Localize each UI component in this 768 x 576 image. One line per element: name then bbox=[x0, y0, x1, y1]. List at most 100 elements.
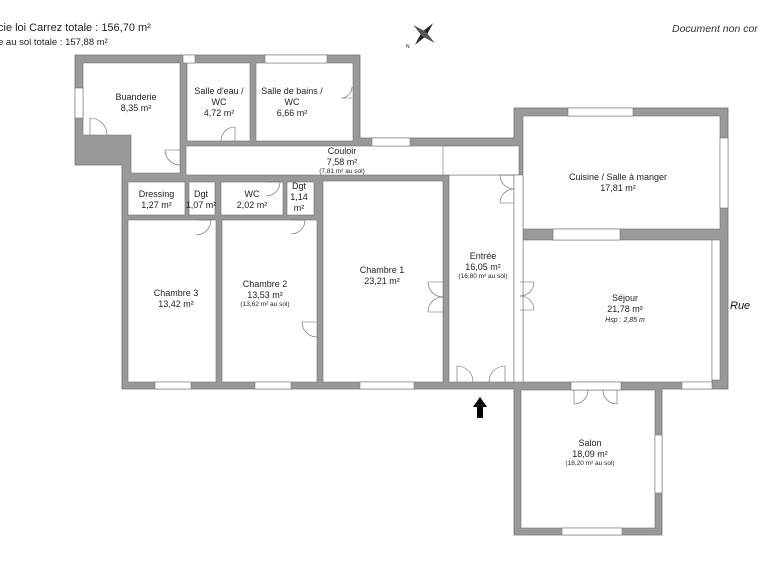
door-salle-bains bbox=[340, 86, 353, 99]
room-area: 13,42 m² bbox=[158, 299, 194, 309]
windows bbox=[74, 54, 729, 536]
floor-chambre1 bbox=[322, 180, 444, 383]
window-north-corridor bbox=[371, 137, 411, 147]
doors bbox=[89, 86, 618, 405]
street-label: Rue bbox=[730, 300, 751, 312]
floor-entree-link bbox=[513, 174, 524, 383]
door-dgt1 bbox=[195, 219, 212, 236]
floor-buanderie bbox=[82, 62, 181, 174]
room-wc: WC 2,02 m² bbox=[221, 189, 283, 211]
window-chambre2-s bbox=[254, 381, 292, 390]
room-name: Chambre 1 bbox=[359, 265, 405, 275]
room-name: Cuisine / Salle à manger bbox=[568, 172, 668, 182]
door-front bbox=[456, 365, 474, 383]
door-salon-b bbox=[602, 389, 618, 405]
door-entree-couloir bbox=[499, 174, 515, 190]
room-dgt-2: Dgt 1,14 m² bbox=[286, 181, 312, 214]
room-name: Dgt bbox=[193, 189, 208, 199]
total-floor-area: e au sol totale : 157,88 m² bbox=[0, 37, 108, 48]
floor-salle-bains bbox=[255, 62, 354, 142]
svg-text:N: N bbox=[406, 44, 410, 50]
room-area: 18,09 m² bbox=[572, 449, 608, 459]
floor-chambre2 bbox=[221, 219, 318, 383]
door-dgt2 bbox=[290, 219, 306, 235]
room-name: Salon bbox=[578, 438, 602, 448]
floor-salon bbox=[520, 389, 656, 529]
room-couloir: Couloir 7,58 m² (7,81 m² au sol) bbox=[302, 146, 382, 176]
room-salon: Salon 18,09 m² (18,20 m² au sol) bbox=[550, 438, 630, 468]
room-name: Buanderie bbox=[115, 92, 157, 102]
window-salon-s bbox=[561, 527, 623, 536]
window-salle-eau bbox=[182, 54, 196, 64]
window-sejour-e bbox=[711, 239, 721, 381]
floor-salle-eau bbox=[186, 62, 251, 142]
floor-dressing bbox=[127, 181, 186, 216]
room-name: Dressing bbox=[138, 189, 175, 199]
door-entree-couloir-b bbox=[499, 188, 515, 204]
room-area-unit: m² bbox=[293, 203, 305, 213]
room-name: Chambre 3 bbox=[153, 288, 199, 298]
door-entree-sejour bbox=[519, 281, 535, 297]
room-area: 1,27 m² bbox=[141, 200, 172, 210]
room-area: 1,14 bbox=[290, 192, 308, 202]
room-entree: Entrée 16,05 m² (16,80 m² au sol) bbox=[448, 251, 518, 281]
room-area: 2,02 m² bbox=[236, 200, 268, 210]
room-name: Entrée bbox=[469, 251, 497, 261]
room-floor-area: (18,20 m² au sol) bbox=[565, 460, 615, 467]
floor-wc bbox=[220, 181, 284, 216]
window-cuisine-n bbox=[567, 107, 634, 117]
floor-cuisine bbox=[522, 115, 721, 230]
room-sejour: Séjour 21,78 m² Hsp : 2,85 m bbox=[580, 293, 670, 326]
door-wc bbox=[265, 181, 281, 197]
door-buanderie-couloir bbox=[164, 149, 181, 166]
room-area: 8,35 m² bbox=[120, 103, 152, 113]
room-name: Séjour bbox=[611, 293, 638, 303]
window-sejour-s bbox=[681, 381, 713, 390]
room-dressing: Dressing 1,27 m² bbox=[128, 189, 185, 211]
room-area: 21,78 m² bbox=[607, 304, 643, 314]
room-name: Chambre 2 bbox=[242, 279, 288, 289]
floor-entree bbox=[448, 174, 515, 383]
room-area: 17,81 m² bbox=[600, 183, 636, 193]
room-ceiling-height: Hsp : 2,85 m bbox=[605, 317, 645, 324]
door-entree-sejour-b bbox=[519, 295, 535, 311]
room-buanderie: Buanderie 8,35 m² bbox=[100, 92, 172, 114]
room-chambre-3: Chambre 3 13,42 m² bbox=[128, 288, 224, 310]
floor-chambre3 bbox=[127, 219, 217, 383]
door-buanderie bbox=[89, 117, 108, 136]
room-chambre-1: Chambre 1 23,21 m² bbox=[341, 265, 423, 287]
room-cuisine: Cuisine / Salle à manger 17,81 m² bbox=[540, 172, 696, 194]
room-name: Salle d'eau / bbox=[194, 86, 244, 96]
room-area: 16,05 m² bbox=[465, 262, 501, 272]
room-name: Dgt bbox=[291, 181, 306, 191]
window-salon-e bbox=[654, 434, 663, 494]
floor-couloir-link bbox=[442, 145, 520, 176]
door-chambre1-b bbox=[427, 296, 444, 313]
room-name: Couloir bbox=[327, 146, 357, 156]
door-front-b bbox=[488, 365, 506, 383]
room-chambre-2: Chambre 2 13,53 m² (13,62 m² au sol) bbox=[222, 279, 308, 309]
door-chambre1 bbox=[427, 281, 444, 298]
window-buanderie-west bbox=[74, 87, 84, 119]
floor-dgt1 bbox=[188, 181, 216, 216]
room-salle-bains: Salle de bains / WC 6,66 m² bbox=[256, 86, 328, 119]
room-area: 4,72 m² bbox=[203, 108, 235, 118]
floors bbox=[82, 62, 721, 529]
floor-salon-opening bbox=[570, 381, 622, 391]
room-floor-area: (7,81 m² au sol) bbox=[319, 168, 365, 175]
room-area: 13,53 m² bbox=[247, 290, 283, 300]
floor-dgt2 bbox=[286, 181, 315, 216]
door-chambre2 bbox=[301, 321, 318, 338]
room-floor-area: (13,62 m² au sol) bbox=[240, 301, 290, 308]
room-area: 23,21 m² bbox=[364, 276, 400, 286]
room-dgt-1: Dgt 1,07 m² bbox=[185, 189, 217, 211]
room-name: WC bbox=[244, 189, 260, 199]
entrance-arrow-icon bbox=[473, 397, 487, 418]
room-area: 6,66 m² bbox=[276, 108, 308, 118]
disclaimer-text: Document non cor bbox=[672, 23, 758, 35]
compass-icon: N bbox=[406, 23, 435, 50]
room-name-line2: WC bbox=[284, 97, 300, 107]
room-name: Salle de bains / bbox=[261, 86, 323, 96]
room-floor-area: (16,80 m² au sol) bbox=[458, 273, 508, 280]
